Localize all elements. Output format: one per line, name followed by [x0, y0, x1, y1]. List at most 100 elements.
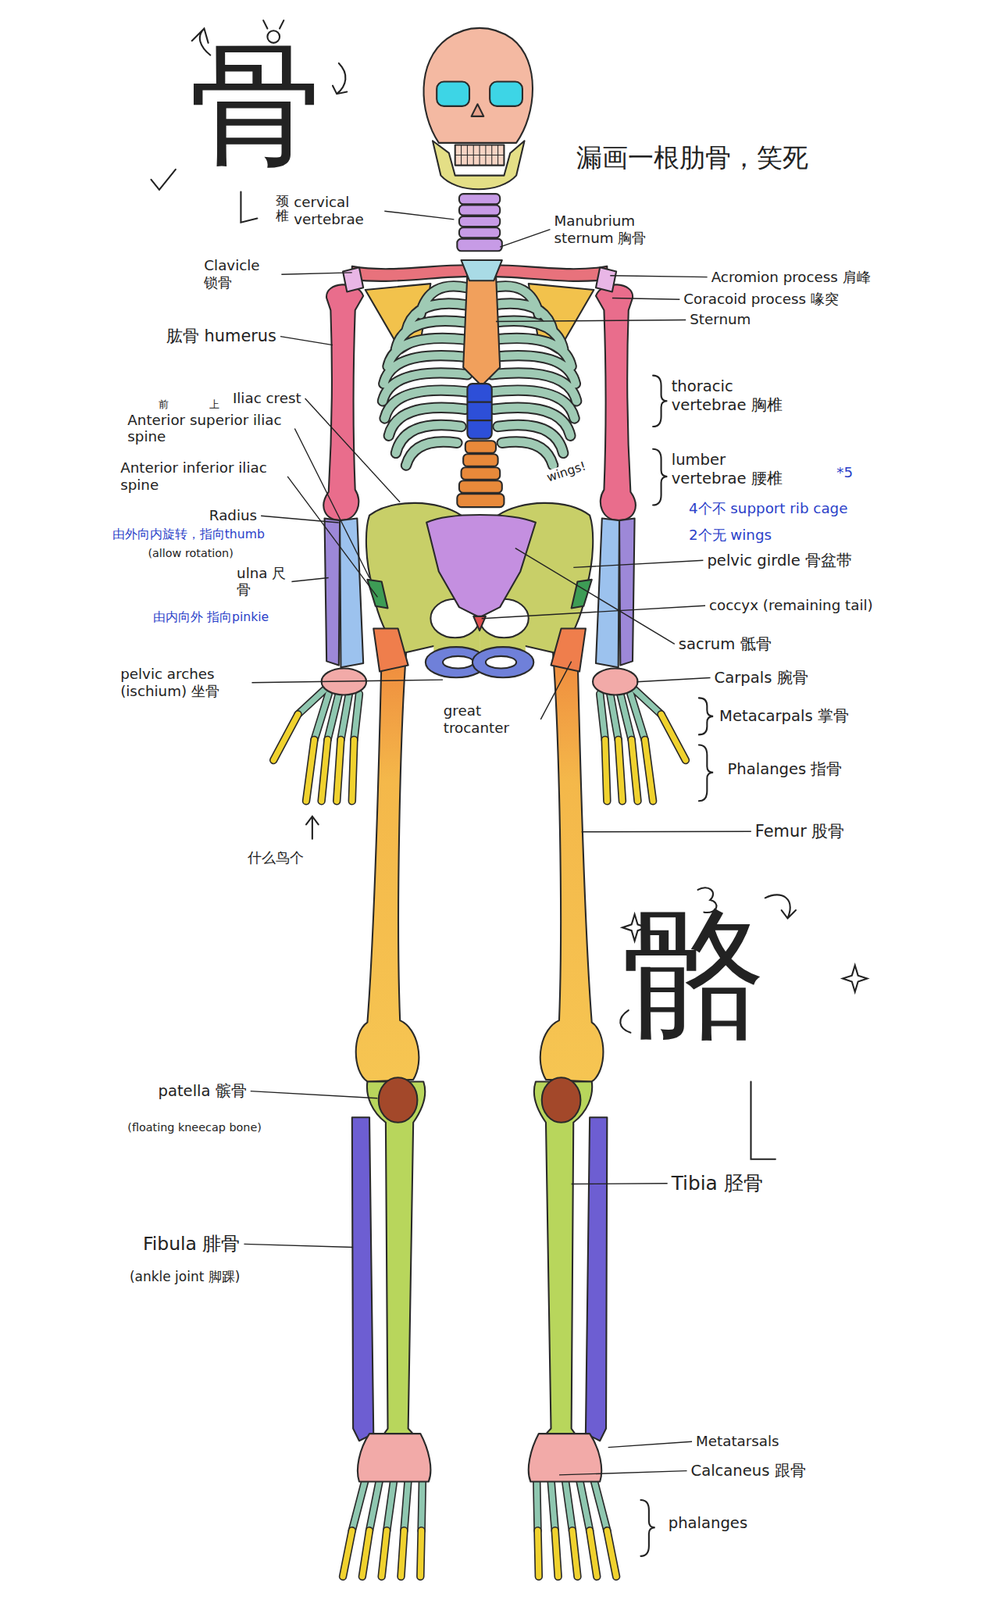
leader-line [250, 1091, 378, 1099]
bone-label: Coracoid process 喙突 [683, 290, 838, 308]
skeleton [273, 28, 686, 1577]
fibula [352, 1116, 374, 1441]
cranium [423, 28, 533, 143]
bone-label: pelvic arches (ischium) 坐骨 [120, 665, 248, 700]
manubrium [461, 260, 503, 281]
leader-line [481, 605, 706, 618]
lumbar-vertebra [459, 480, 503, 493]
doodle [751, 1080, 776, 1159]
metatarsal-outline [352, 1479, 423, 1530]
metacarpal-outline [298, 689, 360, 740]
note: 由外向内旋转，指向thumb [112, 527, 265, 543]
leader-line [291, 577, 329, 582]
metatarsals [352, 1479, 423, 1530]
bone-label: coccyx (remaining tail) [709, 596, 874, 614]
bone-label: Calcaneus 跟骨 [691, 1461, 806, 1480]
rib-outline [382, 285, 468, 465]
acromion [342, 267, 364, 292]
teeth-lines [455, 144, 505, 165]
note: (floating kneecap bone) [127, 1120, 262, 1134]
bone-label: Manubrium sternum 胸骨 [553, 212, 671, 247]
toes [342, 1529, 422, 1577]
ulna [324, 518, 341, 666]
eye-socket [436, 81, 470, 106]
bone-label: 肱骨 humerus [166, 326, 277, 346]
bone-label: Iliac crest [232, 389, 302, 407]
phalanx-outline [273, 713, 354, 801]
bone-label: 颈椎 [275, 193, 289, 223]
ischium-gap [442, 656, 474, 669]
bracket [640, 1499, 655, 1556]
leader-line [384, 210, 454, 220]
doodle [151, 169, 176, 190]
lumbar-vertebra [461, 467, 501, 480]
note: 由内向外 指向pinkie [153, 609, 269, 625]
lumbar-vertebra [463, 453, 498, 467]
leader-line [280, 336, 333, 346]
leader-line [515, 548, 675, 645]
bone-label: phalanges [668, 1513, 748, 1533]
tarsals [357, 1433, 431, 1481]
bone-label: Metatarsals [695, 1432, 780, 1450]
sternum [463, 273, 500, 386]
bone-label: Metacarpals 掌骨 [719, 706, 849, 726]
leader-line [260, 515, 339, 523]
title-character: 骼 [622, 887, 766, 1060]
ribs [382, 285, 468, 465]
bone-label: Anterior superior iliac spine [127, 411, 291, 446]
doodle [240, 192, 257, 223]
note: 2个无 wings [688, 526, 772, 544]
cervical-vertebra [459, 216, 500, 227]
great-trochanter [373, 628, 408, 672]
bone-label: pelvic girdle 骨盆带 [706, 551, 853, 571]
lumbar-vertebra [465, 440, 496, 453]
leader-line [573, 559, 703, 567]
patella [378, 1076, 418, 1122]
cervical-vertebra [459, 193, 500, 204]
note: (allow rotation) [147, 546, 233, 560]
title-character: 骨 [188, 25, 322, 186]
bracket [652, 449, 667, 506]
note: wings! [543, 457, 590, 485]
cervical-vertebra [459, 205, 500, 216]
leader-line [243, 1243, 354, 1247]
leader-line [305, 398, 401, 503]
leader-line [608, 1440, 692, 1447]
bracket [698, 744, 714, 801]
metacarpals [298, 689, 360, 740]
note: 4个不 support rib cage [688, 499, 849, 518]
leader-line [294, 427, 370, 578]
note: 漏画一根肋骨，笑死 [576, 142, 809, 174]
note: *5 [836, 463, 853, 482]
teeth [455, 144, 505, 165]
sparkle [842, 965, 867, 992]
sacrum [426, 514, 536, 617]
arrow [306, 816, 319, 839]
note: 什么鸟个 [247, 848, 304, 867]
phalanges [273, 713, 354, 801]
bone-label: great trocanter [442, 702, 538, 737]
leader-line [287, 476, 378, 597]
bone-label: Phalanges 指骨 [727, 759, 843, 779]
toe-outline [342, 1529, 422, 1577]
bone-label: Fibula 腓骨 [142, 1232, 241, 1255]
leader-line [571, 1182, 668, 1184]
note: 上 [209, 398, 220, 411]
bone-label: thoracic vertebrae 胸椎 [671, 377, 805, 414]
bracket [698, 697, 714, 735]
doodle [332, 63, 347, 94]
humerus [323, 284, 364, 521]
leader-line [559, 1470, 688, 1475]
bone-label: ulna 尺骨 [236, 564, 288, 600]
thoracic-vertebrae [467, 383, 492, 439]
lumbar-vertebra [456, 493, 504, 507]
vertebra-lines [467, 402, 492, 421]
bone-label: Clavicle 锁骨 [203, 256, 278, 292]
bone-label: sacrum 骶骨 [678, 634, 772, 654]
leader-line [499, 229, 550, 247]
note: 前 [158, 398, 169, 411]
doodle [765, 894, 796, 918]
leader-line [495, 319, 686, 321]
